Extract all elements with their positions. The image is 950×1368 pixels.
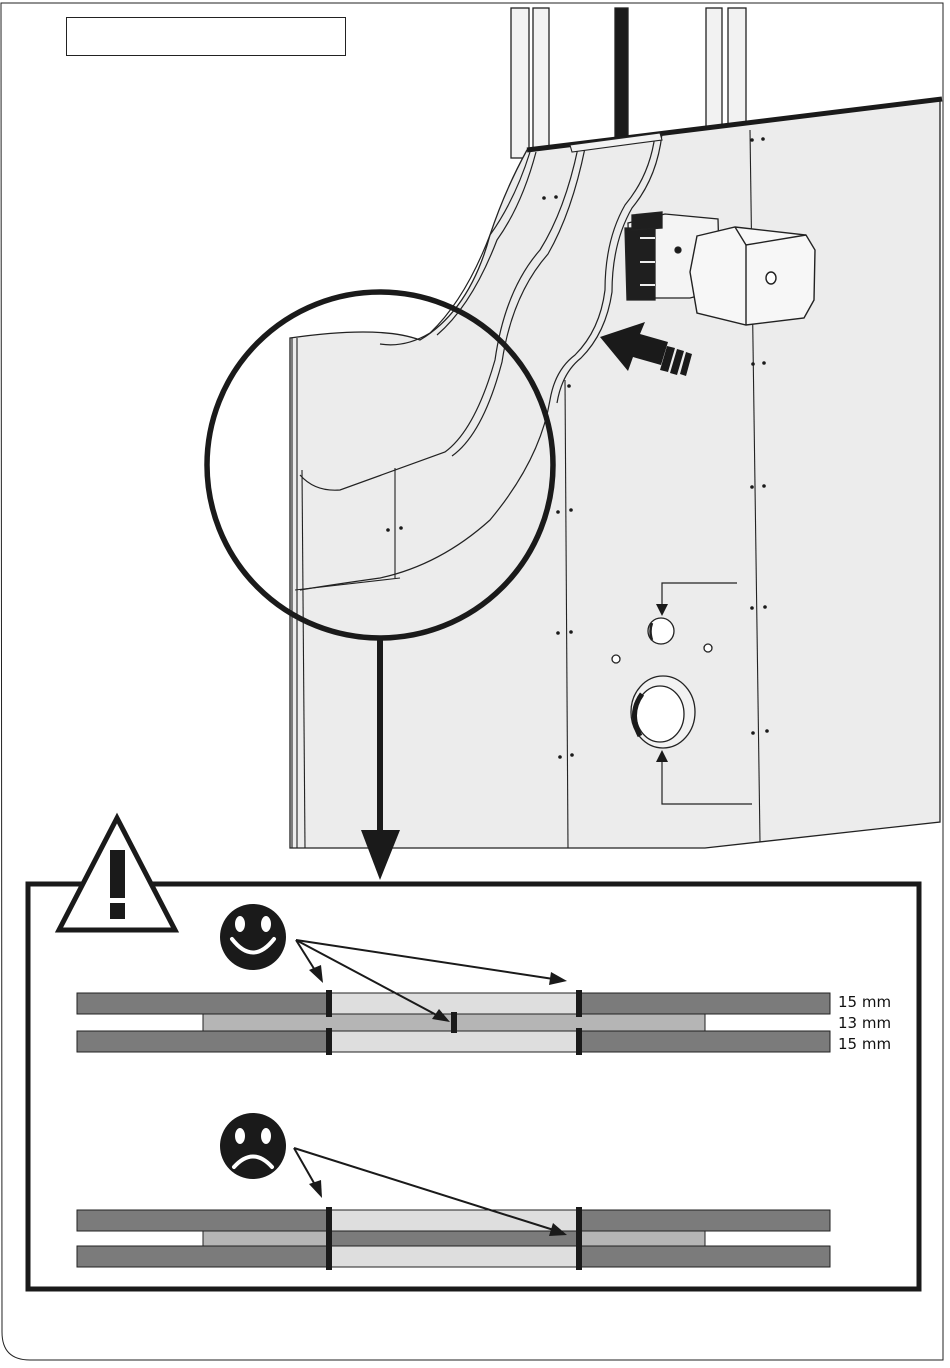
title-box (66, 17, 346, 56)
wall-panel (290, 100, 940, 848)
board-top-gap (330, 993, 578, 1014)
smiley-happy-icon (220, 904, 286, 970)
thickness-label-middle: 13 mm (838, 1014, 891, 1032)
thickness-label-bottom: 15 mm (838, 1035, 891, 1053)
thickness-label-top: 15 mm (838, 993, 891, 1011)
smiley-sad-icon (220, 1113, 286, 1179)
octagon-plug (690, 227, 815, 325)
board-bottom-gap (330, 1031, 578, 1052)
wall-illustration (290, 8, 942, 848)
warning-triangle-icon (59, 818, 175, 930)
